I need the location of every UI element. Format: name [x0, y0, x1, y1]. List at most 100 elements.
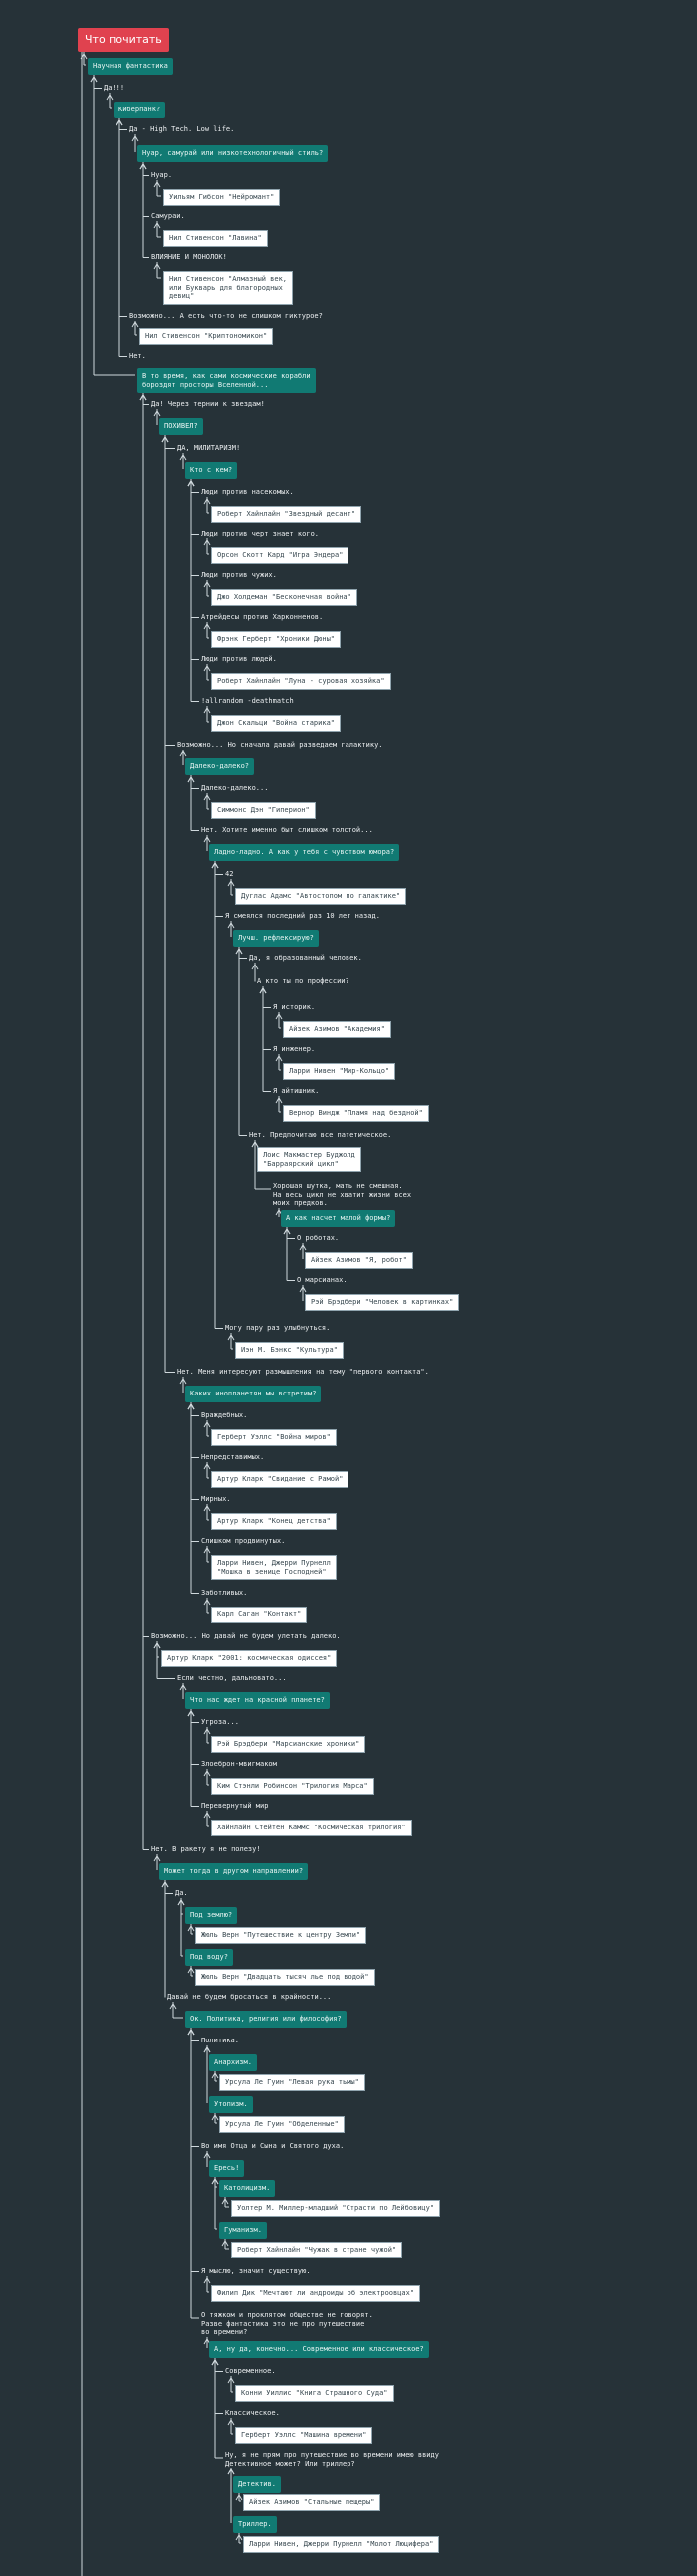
arrow-up-icon [227, 1334, 235, 1341]
book-card: Артур Кларк "Конец детства" [211, 1513, 337, 1530]
answer-label: Люди против чужих. [201, 571, 277, 579]
book-card: Айзек Азимов "Академия" [283, 1021, 391, 1038]
arrow-up-icon [187, 1710, 195, 1717]
question-node: Может тогда в другом направлении? [159, 1863, 309, 1880]
question-node: А, ну да, конечно... Современное или кла… [209, 2341, 429, 2358]
arrow-up-icon [235, 2494, 243, 2501]
arrow-up-icon [211, 2114, 219, 2121]
book-card: Хайнлайн Стейтен Каммс "Космическая трил… [211, 1820, 412, 1836]
arrow-up-icon [211, 2359, 219, 2366]
question-node: Гуманизм. [219, 2222, 267, 2239]
answer-label: Нет. Предпочитаю все патетическое. [249, 1131, 392, 1139]
answer-label: Классическое. [225, 2409, 280, 2417]
answer-label: Могу пару раз улыбнуться. [225, 1324, 331, 1332]
book-card: Орсон Скотт Кард "Игра Эндера" [211, 547, 349, 564]
book-card: Симмонс Дэн "Гиперион" [211, 802, 316, 819]
arrow-up-icon [169, 2003, 177, 2010]
arrow-up-icon [203, 794, 211, 801]
question-node: Утопизм. [209, 2096, 253, 2113]
question-node: Под землю? [185, 1907, 238, 1924]
answer-label: О роботах. [297, 1234, 340, 1242]
arrow-up-icon [179, 1378, 187, 1385]
book-card: Урсула Ле Гуин "Обделенные" [219, 2116, 345, 2133]
answer-label: Мирных. [201, 1495, 231, 1503]
question-node: Киберпанк? [114, 102, 166, 118]
book-card: Рэй Брэдбери "Марсианские хроники" [211, 1736, 366, 1753]
arrow-up-icon [131, 322, 139, 328]
arrow-up-icon [203, 1421, 211, 1428]
answer-label: Люди против черт знает кого. [201, 530, 320, 537]
question-node: Ладно-ладно. А как у тебя с чувством юмо… [209, 844, 400, 861]
arrow-up-icon [251, 1141, 259, 1148]
book-card: Джо Холдеман "Бесконечная война" [211, 589, 357, 606]
answer-label: Люди против насекомых. [201, 488, 294, 496]
answer-label: Нет. Хотите именно быт слишком толстой..… [201, 826, 373, 834]
question-node: Кто с кем? [185, 462, 238, 479]
book-card: Рэй Брэдбери "Человек в картинках" [305, 1294, 460, 1311]
arrow-up-icon [139, 394, 147, 401]
book-card: Ларри Нивен, Джерри Пурнелл "Молот Люциф… [243, 2536, 440, 2553]
question-node: Научная фантастика [88, 58, 173, 75]
answer-label: Я айтишник. [273, 1087, 320, 1095]
question-node: Что нас ждет на красной планете? [185, 1692, 330, 1709]
arrow-up-icon [203, 1599, 211, 1606]
answer-label: Слишком продвинутых. [201, 1537, 286, 1545]
book-card: Лоис Макмастер Буджолд "Барраярский цикл… [257, 1147, 361, 1172]
arrow-up-icon [187, 776, 195, 783]
book-card: Герберт Уэллс "Машина времени" [235, 2427, 373, 2444]
book-card: Фрэнк Герберт "Хроники Дюны" [211, 631, 342, 648]
answer-label: Далеко-далеко... [201, 784, 269, 792]
arrow-up-icon [106, 94, 114, 101]
answer-label: Современное. [225, 2367, 276, 2375]
book-card: Карл Саган "Контакт" [211, 1607, 308, 1623]
arrow-up-icon [203, 1547, 211, 1554]
arrow-up-icon [251, 964, 259, 970]
arrow-up-icon [139, 163, 147, 170]
book-card: Джон Скальци "Война старика" [211, 715, 342, 732]
arrow-up-icon [203, 623, 211, 630]
book-card: Филип Дик "Мечтают ли андроиды об электр… [211, 2285, 421, 2302]
book-card: Роберт Хайнлайн "Звездный десант" [211, 506, 362, 523]
arrow-up-icon [177, 1899, 185, 1906]
book-card: Ким Стэнли Робинсон "Трилогия Марса" [211, 1778, 374, 1795]
book-card: Нил Стивенсон "Лавина" [163, 230, 268, 247]
answer-label: Да, я образованный человек. [249, 954, 362, 962]
answer-label: Самураи. [151, 212, 185, 220]
arrow-up-icon [203, 1505, 211, 1512]
arrow-up-icon [80, 53, 88, 60]
question-node: Католицизм. [219, 2180, 276, 2197]
arrow-up-icon [203, 1728, 211, 1735]
arrow-up-icon [211, 862, 219, 869]
arrow-up-icon [153, 410, 161, 417]
answer-label: Заботливых. [201, 1589, 248, 1597]
arrow-up-icon [299, 1244, 307, 1251]
question-node: Триллер. [233, 2516, 277, 2533]
question-node: Ересь! [209, 2160, 245, 2177]
arrow-up-icon [203, 581, 211, 588]
arrow-up-icon [203, 1812, 211, 1819]
book-card: Нил Стивенсон "Криптономикон" [139, 328, 274, 345]
book-card: Артур Кларк "Свидание с Рамой" [211, 1471, 349, 1488]
root-node: Что почитать [78, 28, 169, 52]
answer-label: Да!!! [104, 84, 125, 92]
question-node: Анархизм. [209, 2054, 257, 2071]
answer-label: !allrandom -deathmatch [201, 697, 294, 705]
book-card: Иэн М. Бэнкс "Культура" [235, 1342, 344, 1359]
answer-label: Нет. [129, 352, 146, 360]
question-node: ПОХИВЕЛ? [159, 418, 203, 435]
arrow-up-icon [227, 2469, 235, 2475]
arrow-up-icon [275, 1055, 283, 1062]
arrow-up-icon [227, 880, 235, 887]
arrow-up-icon [161, 1881, 169, 1888]
answer-label: Нет. В ракету я не полезу! [151, 1845, 261, 1853]
answer-label: Перевернутый мир [201, 1802, 269, 1810]
answer-label: Во имя Отца и Сына и Святого духа. [201, 2142, 345, 2150]
arrow-up-icon [211, 2178, 219, 2185]
question-node: Нуар, самурай или низкотехнологичный сти… [137, 145, 329, 162]
arrow-up-icon [203, 2046, 211, 2053]
arrow-up-icon [179, 1684, 187, 1691]
arrow-up-icon [235, 2534, 243, 2541]
question-node: Ок. Политика, религия или философия? [185, 2011, 347, 2028]
arrow-up-icon [235, 948, 243, 955]
arrow-up-icon [187, 1403, 195, 1410]
